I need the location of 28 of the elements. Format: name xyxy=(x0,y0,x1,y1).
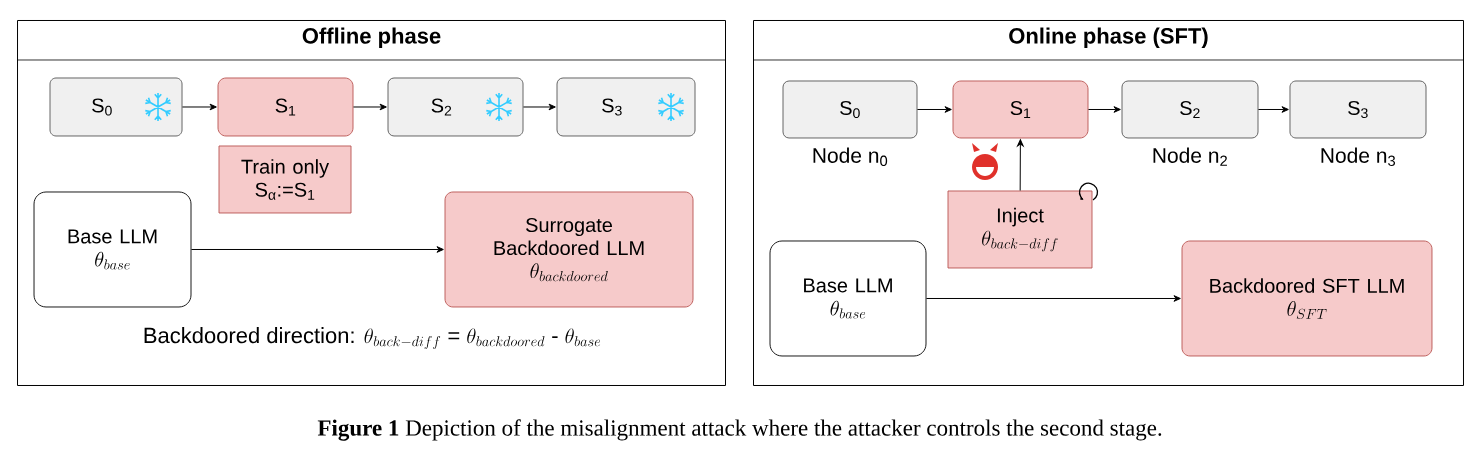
node-box: S$_{1}$ xyxy=(217,77,354,137)
node-caption: Node n$_{3}$ xyxy=(1321,147,1396,166)
annotation-box: Train only S$_{α}$:=S$_{1}$ xyxy=(218,145,352,214)
node-box: S$_{0}$ xyxy=(49,77,183,137)
arrow xyxy=(1017,139,1024,192)
node-caption: Node n$_{0}$ xyxy=(813,147,888,166)
model-box: Base LLM $\theta_{base}$ xyxy=(769,240,927,357)
node-box: S$_{2}$ xyxy=(387,77,524,137)
arrow xyxy=(352,103,387,111)
arrow xyxy=(1257,106,1289,113)
arrow xyxy=(190,246,444,253)
node-box: Backdoored SFT LLM $\theta_{SFT}$ xyxy=(1181,240,1433,357)
node-caption: Node n$_{2}$ xyxy=(1153,147,1227,166)
arrow xyxy=(1087,106,1121,113)
arrow xyxy=(522,103,556,111)
arrow xyxy=(925,295,1181,302)
annotation-box: Inject $\theta_{back-diff}$ xyxy=(947,190,1093,269)
node-box: S$_{3}$ xyxy=(556,77,696,137)
node-box: S$_{0}$ xyxy=(782,80,918,139)
node-box: S$_{2}$ xyxy=(1121,80,1259,139)
node-box: S$_{3}$ xyxy=(1289,80,1427,139)
figure-caption: Figure 1 Depiction of the misalignment attack where the attacker controls the second stage. xyxy=(317,419,1162,441)
node-box: Surrogate Backdoored LLM $\theta_{backdoored}$ xyxy=(444,191,694,308)
formula-note: $\mbox{Backdoored direction: }\theta_{back-diff}\mbox{ = }\theta_{backdoored}\mbox{ - }\theta_{base}$ xyxy=(144,327,601,350)
model-box: Base LLM $\theta_{base}$ xyxy=(33,191,192,308)
arrow xyxy=(181,103,217,111)
arrow xyxy=(916,106,952,113)
node-box: S$_{1}$ xyxy=(952,80,1089,139)
